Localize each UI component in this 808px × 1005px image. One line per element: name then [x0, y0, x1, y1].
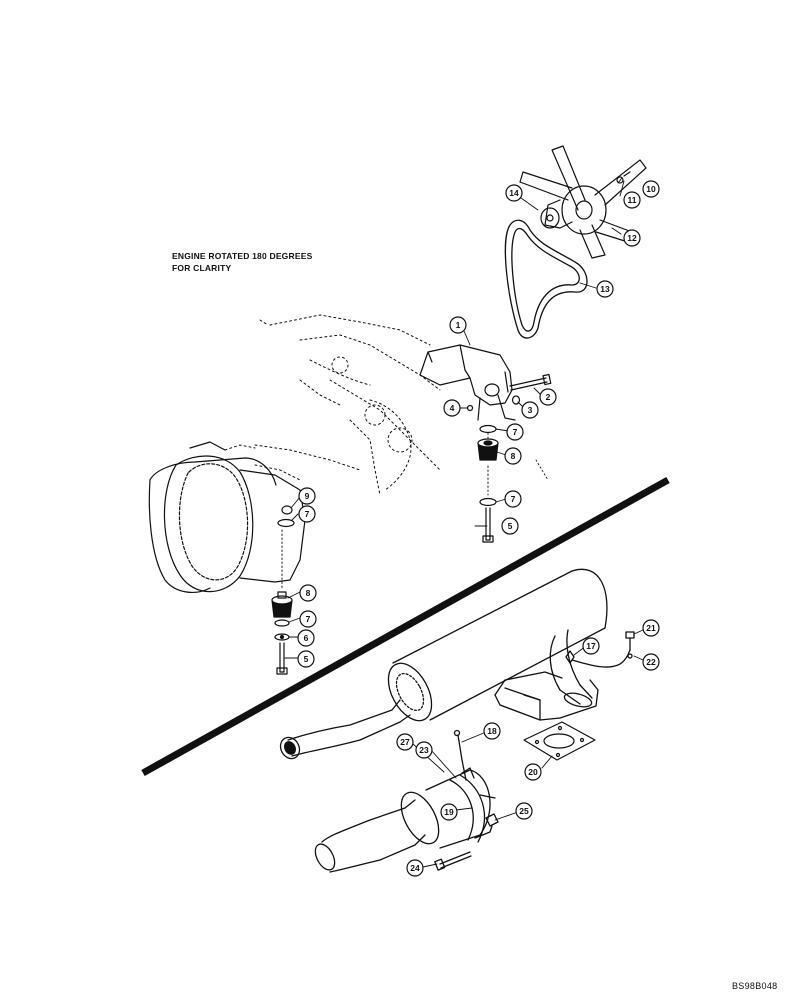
callout-27: 27 [400, 737, 410, 747]
callout-22: 22 [646, 657, 656, 667]
callout-6: 6 [304, 633, 309, 643]
callout-17: 17 [586, 641, 596, 651]
muffler-lower [314, 729, 499, 873]
callout-11: 11 [628, 195, 637, 205]
callout-25: 25 [519, 806, 529, 816]
rotation-note-line2: FOR CLARITY [172, 263, 232, 273]
callout-18: 18 [487, 726, 497, 736]
rotation-note-line1: ENGINE ROTATED 180 DEGREES [172, 251, 313, 261]
callout-9: 9 [305, 491, 310, 501]
rotation-note: ENGINE ROTATED 180 DEGREES FOR CLARITY [172, 250, 312, 274]
callout-balloons [297, 180, 660, 877]
flywheel-housing [148, 441, 306, 594]
section-divider [141, 476, 670, 777]
callout-4: 4 [450, 403, 455, 413]
callout-10: 10 [646, 184, 656, 194]
callout-2: 2 [546, 392, 551, 402]
callout-21: 21 [646, 623, 656, 633]
engine-outline [224, 314, 441, 496]
spacer-14 [540, 207, 560, 229]
bolt-2 [509, 373, 552, 391]
callout-24: 24 [410, 863, 420, 873]
callout-7-a: 7 [513, 427, 518, 437]
belt-13 [504, 219, 588, 339]
leader-lines [284, 177, 644, 868]
callout-23: 23 [419, 745, 429, 755]
mount-bracket-1 [419, 344, 516, 421]
callout-7-c: 7 [305, 509, 310, 519]
callout-3: 3 [528, 405, 533, 415]
callout-12: 12 [627, 233, 637, 243]
callout-20: 20 [528, 767, 538, 777]
callout-14: 14 [509, 188, 519, 198]
leader-dotted [281, 432, 549, 591]
lower-mount-stack [271, 505, 295, 675]
callout-1: 1 [456, 320, 461, 330]
callout-8-lower: 8 [306, 588, 311, 598]
callout-7-d: 7 [306, 614, 311, 624]
callout-13: 13 [600, 284, 610, 294]
callout-5-lower: 5 [304, 654, 309, 664]
washer-3 [511, 395, 521, 405]
upper-mount-stack [466, 404, 499, 543]
gasket-20 [523, 721, 596, 761]
callout-8-upper: 8 [511, 451, 516, 461]
callout-7-b: 7 [511, 494, 516, 504]
muffler-upper [279, 568, 635, 760]
drawing-code: BS98B048 [732, 981, 778, 991]
callout-19: 19 [444, 807, 454, 817]
callout-5-upper: 5 [508, 521, 513, 531]
callout-labels: 1 2 3 4 5 5 6 7 7 7 7 8 8 9 10 11 12 13 … [304, 184, 656, 873]
